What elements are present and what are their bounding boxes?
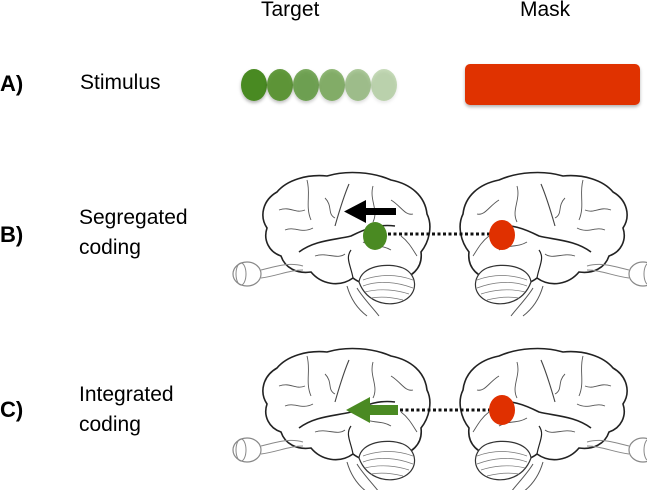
row-label-segregated-line1: Segregated — [79, 206, 188, 229]
arrow-left-green-icon — [346, 397, 398, 423]
target-region-green — [363, 222, 387, 250]
target-dot-1 — [241, 69, 267, 101]
column-header-target: Target — [261, 0, 320, 21]
mask-region-red-integrated — [489, 395, 515, 425]
target-stimulus-sequence — [241, 69, 397, 101]
row-letter-c: C) — [0, 397, 24, 422]
brain-mask-integrated — [459, 347, 647, 490]
arrow-left-black-icon — [344, 200, 396, 223]
brain-target-segregated — [232, 171, 431, 317]
target-dot-6 — [371, 69, 397, 101]
row-label-stimulus: Stimulus — [80, 71, 161, 94]
row-label-integrated: Integrated coding — [79, 380, 174, 440]
target-dot-2 — [267, 69, 293, 101]
row-letter-a: A) — [0, 71, 24, 96]
brain-mask-segregated — [459, 171, 647, 317]
row-label-integrated-line1: Integrated — [79, 383, 174, 406]
row-label-segregated: Segregated coding — [79, 203, 188, 263]
row-letter-b: B) — [0, 222, 24, 247]
brain-target-integrated — [232, 347, 431, 490]
row-label-integrated-line2: coding — [79, 413, 141, 436]
target-dot-4 — [319, 69, 345, 101]
mask-region-red — [489, 220, 515, 250]
row-label-segregated-line2: coding — [79, 236, 141, 259]
column-header-mask: Mask — [520, 0, 571, 21]
target-dot-5 — [345, 69, 371, 101]
target-dot-3 — [293, 69, 319, 101]
mask-stimulus-rect — [465, 64, 640, 105]
